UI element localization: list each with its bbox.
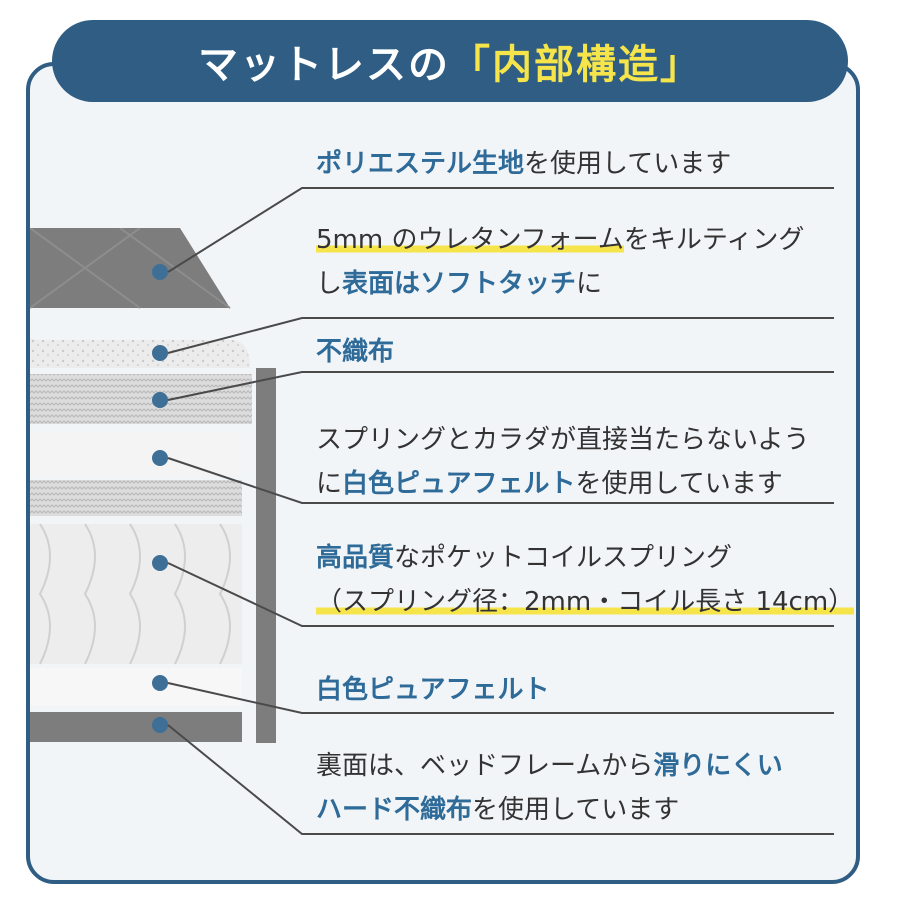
non-woven-layer [30, 374, 252, 424]
felt-layer-top [30, 432, 242, 476]
bottom-non-woven-layer [30, 712, 242, 742]
layer-description: 高品質なポケットコイルスプリング （スプリング径：2mm・コイル長さ 14cm） [316, 536, 855, 624]
description-line: （スプリング径：2mm・コイル長さ 14cm） [316, 580, 855, 624]
description-text: 裏面は、ベッドフレームから [316, 751, 654, 781]
layer-description: 不織布 [316, 330, 394, 374]
pocket-coil-layer [30, 523, 242, 665]
layer-description: スプリングとカラダが直接当たらないように白色ピュアフェルトを使用しています [316, 418, 809, 506]
description-line: 不織布 [316, 330, 394, 374]
description-text: し [316, 269, 343, 299]
emphasis-text: ポリエステル生地 [316, 149, 525, 179]
emphasis-text: 表面はソフトタッチ [342, 269, 577, 299]
emphasis-text: 白色ピュアフェルト [342, 469, 576, 499]
description-line: 高品質なポケットコイルスプリング [316, 536, 854, 580]
title-bracket-open: 「 [450, 41, 492, 88]
description-line: に白色ピュアフェルトを使用しています [316, 462, 809, 506]
description-text: に [576, 269, 603, 299]
description-text: スプリングとカラダが直接当たらないよう [316, 425, 810, 455]
marker-dot [152, 555, 168, 571]
marker-dot [152, 450, 168, 466]
layer-description: ポリエステル生地を使用しています [316, 142, 731, 186]
title-prefix: マットレスの [198, 41, 450, 88]
description-line: ポリエステル生地を使用しています [316, 142, 731, 186]
title-bracket-close: 」 [660, 41, 702, 88]
marker-dot [152, 392, 168, 408]
emphasis-text: ハード不織布 [316, 795, 473, 825]
emphasis-text: 白色ピュアフェルト [316, 675, 550, 705]
layer-description: 5mm のウレタンフォームをキルティングし表面はソフトタッチに [316, 218, 804, 306]
description-text: を使用しています [524, 149, 732, 179]
description-line: 5mm のウレタンフォームをキルティング [316, 218, 804, 262]
description-text: なポケットコイルスプリング [394, 543, 733, 573]
description-text: （スプリング径：2mm・コイル長さ 14cm） [316, 587, 855, 617]
layer-description: 白色ピュアフェルト [316, 668, 549, 712]
emphasis-text: 滑りにくい [653, 751, 783, 781]
felt-layer-bottom [30, 668, 242, 706]
description-line: 裏面は、ベッドフレームから滑りにくい [316, 744, 783, 788]
top-fabric-layer [30, 228, 231, 309]
mattress-cross-section [30, 228, 276, 743]
page-title: マットレスの「内部構造」 [52, 20, 848, 102]
description-line: スプリングとカラダが直接当たらないよう [316, 418, 809, 462]
description-text: に [316, 469, 343, 499]
description-text: を使用しています [472, 795, 680, 825]
urethane-layer [30, 338, 250, 368]
description-text: をキルティング [623, 225, 805, 255]
description-text: 5mm のウレタンフォーム [316, 225, 624, 255]
marker-dot [152, 345, 168, 361]
title-highlight: 内部構造 [492, 41, 660, 88]
emphasis-text: 不織布 [316, 337, 395, 367]
marker-dot [152, 264, 168, 280]
marker-dot [152, 675, 168, 691]
marker-dot [152, 717, 168, 733]
description-line: 白色ピュアフェルト [316, 668, 549, 712]
layer-description: 裏面は、ベッドフレームから滑りにくいハード不織布を使用しています [316, 744, 783, 832]
emphasis-text: 高品質 [316, 543, 395, 573]
description-line: ハード不織布を使用しています [316, 788, 783, 832]
description-text: を使用しています [575, 469, 783, 499]
description-line: し表面はソフトタッチに [316, 262, 804, 306]
side-panel [256, 368, 276, 743]
